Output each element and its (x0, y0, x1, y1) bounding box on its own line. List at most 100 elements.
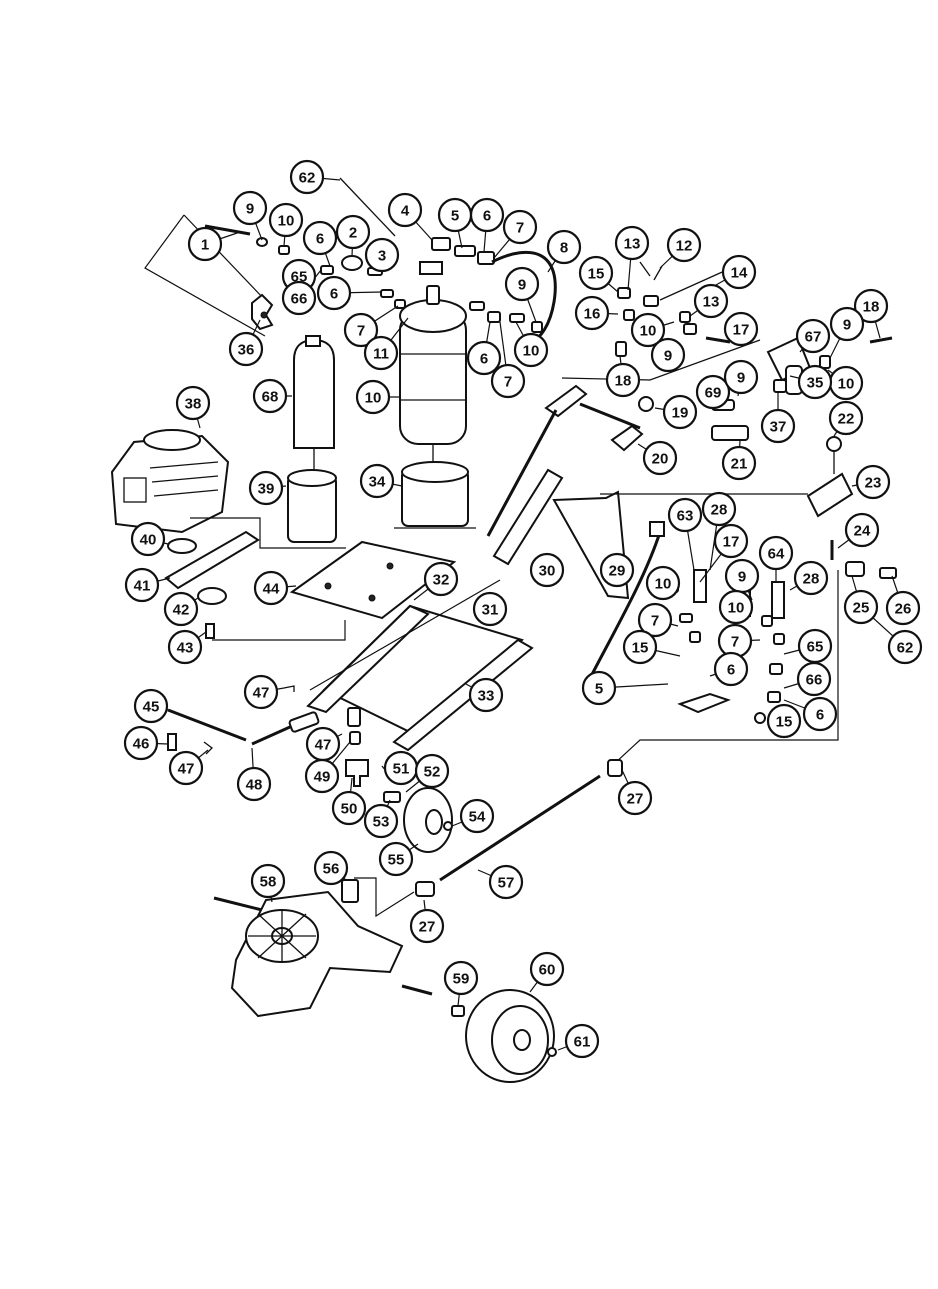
callout-circle (723, 359, 759, 395)
callout-label: 32 (433, 572, 450, 589)
callout-label: 23 (865, 475, 882, 492)
callout-label: 68 (262, 389, 279, 406)
callout-label: 15 (776, 714, 793, 731)
callout-16: 16 (574, 295, 610, 331)
callout-label: 13 (703, 294, 720, 311)
callout-label: 39 (258, 481, 275, 498)
callout-circle (236, 766, 272, 802)
callout-14: 14 (721, 254, 757, 290)
callout-label: 33 (478, 688, 495, 705)
callout-circle (268, 202, 304, 238)
callout-18: 18 (853, 288, 889, 324)
callout-7: 7 (637, 602, 673, 638)
callout-label: 6 (727, 662, 735, 679)
callout-label: 8 (560, 240, 568, 257)
callout-43: 43 (167, 629, 203, 665)
callout-9: 9 (724, 558, 760, 594)
callout-circle (887, 629, 923, 665)
callout-circle (797, 364, 833, 400)
callout-label: 50 (341, 801, 358, 818)
callout-67: 67 (795, 318, 831, 354)
callout-label: 7 (357, 323, 365, 340)
callout-circle (248, 470, 284, 506)
callout-label: 25 (853, 600, 870, 617)
callout-9: 9 (829, 306, 865, 342)
callout-circle (614, 225, 650, 261)
callout-4: 4 (387, 192, 423, 228)
callout-7: 7 (717, 623, 753, 659)
callout-52: 52 (414, 753, 450, 789)
callout-circle (304, 758, 340, 794)
callout-circle (599, 552, 635, 588)
callout-30: 30 (529, 552, 565, 588)
callout-circle (343, 312, 379, 348)
callout-9: 9 (723, 359, 759, 395)
callout-label: 67 (805, 329, 822, 346)
callout-circle (513, 332, 549, 368)
callout-circle (472, 591, 508, 627)
callout-55: 55 (378, 841, 414, 877)
callout-circle (316, 275, 352, 311)
callout-label: 42 (173, 602, 190, 619)
callout-circle (409, 908, 445, 944)
callout-label: 2 (349, 225, 357, 242)
callout-9: 9 (504, 266, 540, 302)
callout-label: 62 (299, 170, 316, 187)
callout-label: 17 (733, 322, 750, 339)
callout-circle (168, 750, 204, 786)
callout-circle (364, 237, 400, 273)
callout-57: 57 (488, 864, 524, 900)
callout-label: 6 (483, 208, 491, 225)
callout-6: 6 (316, 275, 352, 311)
callout-label: 13 (624, 236, 641, 253)
callout-label: 59 (453, 971, 470, 988)
callout-51: 51 (383, 750, 419, 786)
callout-label: 41 (134, 578, 151, 595)
callout-label: 7 (516, 220, 524, 237)
callout-label: 9 (738, 569, 746, 586)
callout-circle (355, 379, 391, 415)
callout-6: 6 (302, 220, 338, 256)
callout-59: 59 (443, 960, 479, 996)
callout-19: 19 (662, 394, 698, 430)
callout-circle (721, 445, 757, 481)
callout-34: 34 (359, 463, 395, 499)
callout-label: 15 (588, 266, 605, 283)
callout-41: 41 (124, 567, 160, 603)
callout-label: 69 (705, 385, 722, 402)
callout-circle (335, 214, 371, 250)
callout-29: 29 (599, 552, 635, 588)
callout-circle (546, 229, 582, 265)
callout-label: 60 (539, 962, 556, 979)
callout-32: 32 (423, 561, 459, 597)
callout-circle (414, 753, 450, 789)
callout-circle (175, 385, 211, 421)
callout-circle (468, 677, 504, 713)
callout-label: 24 (854, 523, 871, 540)
callout-circle (578, 255, 614, 291)
callout-circle (133, 688, 169, 724)
callout-label: 43 (177, 640, 194, 657)
callout-31: 31 (472, 591, 508, 627)
callout-label: 10 (838, 376, 855, 393)
callout-label: 10 (640, 323, 657, 340)
callout-circle (760, 408, 796, 444)
callout-circle (855, 464, 891, 500)
callout-label: 66 (291, 291, 308, 308)
callout-label: 53 (373, 814, 390, 831)
callout-28: 28 (701, 491, 737, 527)
callout-13: 13 (614, 225, 650, 261)
callout-circle (721, 254, 757, 290)
callout-46: 46 (123, 725, 159, 761)
callout-label: 10 (278, 213, 295, 230)
callout-50: 50 (331, 790, 367, 826)
callout-circle (713, 651, 749, 687)
callout-circle (885, 590, 921, 626)
axle-rod-part-57 (354, 759, 623, 918)
callout-label: 9 (737, 370, 745, 387)
callout-label: 47 (178, 761, 195, 778)
callout-45: 45 (133, 688, 169, 724)
callout-circle (529, 552, 565, 588)
callout-10: 10 (718, 589, 754, 625)
engine-part-38 (110, 429, 346, 549)
